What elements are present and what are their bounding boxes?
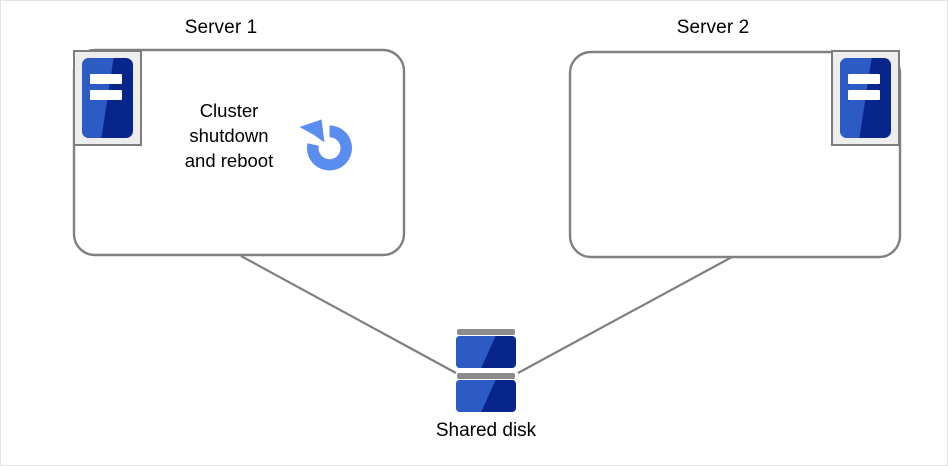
- annotation-line-2: shutdown: [189, 125, 269, 146]
- server2-box[interactable]: [568, 50, 902, 259]
- server2-title: Server 2: [676, 17, 750, 38]
- server-icon-body: [840, 58, 891, 138]
- server-icon-slot-bottom: [90, 90, 122, 101]
- disk-unit-top: [456, 329, 516, 368]
- server-icon-slot-top: [90, 74, 122, 85]
- connector-server1-to-disk: [240, 255, 457, 374]
- disk-stack-icon: [456, 329, 516, 413]
- server-machine-icon: [831, 50, 900, 146]
- annotation-line-3: and reboot: [184, 150, 274, 171]
- disk-cap: [457, 329, 515, 335]
- disk-body: [456, 336, 516, 368]
- disk-highlight: [456, 336, 496, 368]
- disk-cap: [457, 373, 515, 379]
- reboot-refresh-icon: [299, 119, 353, 171]
- shared-disk-title: Shared disk: [435, 420, 537, 441]
- annotation-line-1: Cluster: [199, 100, 259, 121]
- disk-body: [456, 380, 516, 412]
- server1-annotation: Cluster shutdown and reboot: [159, 98, 299, 173]
- server1-title: Server 1: [184, 17, 258, 38]
- server-icon-slot-bottom: [848, 90, 880, 101]
- server-machine-icon: [73, 50, 142, 146]
- server-icon-slot-top: [848, 74, 880, 85]
- disk-unit-bottom: [456, 373, 516, 412]
- server-icon-body: [82, 58, 133, 138]
- server1-box[interactable]: [72, 48, 406, 257]
- disk-highlight: [456, 380, 496, 412]
- connector-server2-to-disk: [517, 256, 733, 374]
